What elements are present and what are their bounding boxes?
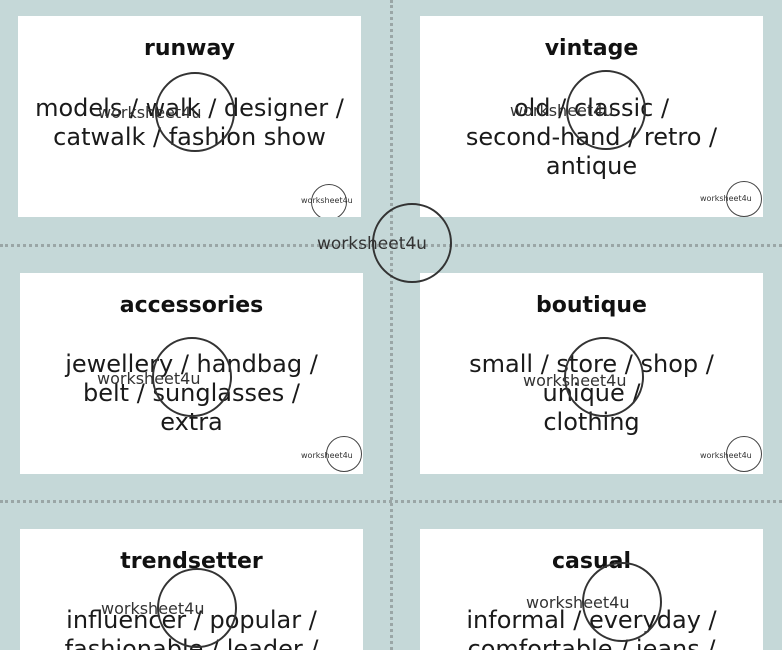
watermark-text: worksheet4u — [101, 599, 205, 618]
watermark-circle-icon — [157, 568, 237, 648]
word-card-vintage: vintage old / classic / second-hand / re… — [420, 16, 763, 217]
word-card-trendsetter: trendsetter influencer / popular / fashi… — [20, 529, 363, 650]
word-card-accessories: accessories jewellery / handbag / belt /… — [20, 273, 363, 474]
watermark-circle-icon — [564, 337, 644, 417]
watermark-circle-icon — [155, 72, 235, 152]
watermark-text: worksheet4u — [98, 103, 202, 122]
word-card-boutique: boutique small / store / shop / unique /… — [420, 273, 763, 474]
card-title: accessories — [119, 293, 264, 318]
corner-logo-circle-icon — [311, 184, 347, 217]
corner-logo-text: worksheet4u — [301, 451, 353, 460]
corner-logo-text: worksheet4u — [700, 194, 752, 203]
watermark-text: worksheet4u — [526, 593, 630, 612]
watermark-circle-icon — [582, 562, 662, 642]
watermark-circle-icon — [566, 70, 646, 150]
center-watermark-text: worksheet4u — [317, 234, 427, 254]
center-watermark-circle-icon — [372, 203, 452, 283]
corner-logo-circle-icon — [726, 436, 762, 472]
watermark-text: worksheet4u — [97, 369, 201, 388]
word-card-casual: casual informal / everyday / comfortable… — [420, 529, 763, 650]
card-title: runway — [143, 36, 235, 61]
card-title: vintage — [544, 36, 639, 61]
card-line: antique — [545, 152, 638, 180]
corner-logo-text: worksheet4u — [301, 196, 353, 205]
card-title: casual — [551, 549, 632, 574]
card-line: comfortable / jeans / — [467, 635, 716, 650]
watermark-text: worksheet4u — [510, 101, 614, 120]
watermark-circle-icon — [152, 337, 232, 417]
card-title: boutique — [536, 293, 647, 318]
word-card-runway: runway models / walk / designer / catwal… — [18, 16, 361, 217]
corner-logo-circle-icon — [726, 181, 762, 217]
cut-line-vertical — [390, 0, 393, 650]
watermark-text: worksheet4u — [523, 371, 627, 390]
corner-logo-circle-icon — [326, 436, 362, 472]
corner-logo-text: worksheet4u — [700, 451, 752, 460]
